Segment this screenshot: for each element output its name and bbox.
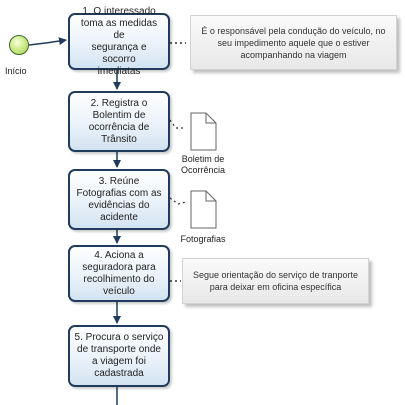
- association-task2-doc: [169, 119, 186, 129]
- task-4-call-insurer[interactable]: 4. Aciona a seguradora para recolhimento…: [68, 245, 170, 302]
- start-label: Início: [5, 66, 27, 76]
- annotation-responsible-driver: É o responsável pela condução do veículo…: [190, 15, 397, 70]
- document-label-fotografias: Fotografias: [180, 234, 226, 244]
- start-event-circle[interactable]: [9, 35, 29, 55]
- task-2-register-report[interactable]: 2. Registra o Bolentim de ocorrência de …: [68, 91, 170, 152]
- document-icon-boletim: [190, 112, 217, 151]
- document-icon-fotografias: [190, 190, 217, 229]
- association-task3-doc: [169, 197, 187, 205]
- annotation-transport-guidance: Segue orientação do serviço de tranporte…: [182, 258, 369, 304]
- document-label-boletim: Boletim de Ocorrência: [180, 154, 225, 175]
- task-3-gather-photos[interactable]: 3. Reúne Fotografias com as evidências d…: [68, 169, 170, 230]
- task-1-safety-measures[interactable]: 1. O interessado toma as medidas de segu…: [68, 6, 170, 77]
- sequence-flow-start-to-task1: [28, 37, 67, 46]
- task-5-contact-transport[interactable]: 5. Procura o serviço de transporte onde …: [68, 325, 170, 387]
